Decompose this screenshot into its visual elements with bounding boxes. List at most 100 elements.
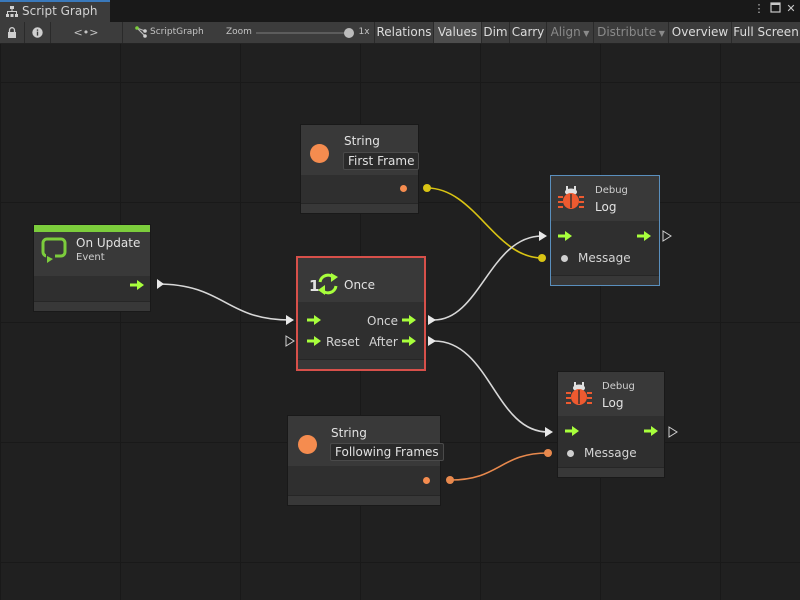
output-port[interactable] <box>423 477 430 484</box>
dropdown-arrow-icon: ▼ <box>580 29 590 38</box>
close-icon[interactable]: ✕ <box>786 2 796 15</box>
wire-first-frame-to-message <box>426 187 543 259</box>
flow-arrow-icon[interactable] <box>402 315 416 325</box>
carry-button[interactable]: Carry <box>511 25 545 39</box>
zoom-value: 1x <box>358 27 370 37</box>
wire-once-to-log1 <box>433 235 543 321</box>
graph-name[interactable]: ScriptGraph <box>150 27 204 37</box>
node-accent-bar <box>34 225 150 232</box>
kebab-menu-icon[interactable]: ⋮ <box>753 2 765 15</box>
flow-port-triangle <box>662 230 672 242</box>
wire-following-frames-to-message <box>449 452 549 481</box>
flow-arrow-icon[interactable] <box>565 426 579 436</box>
message-port-dot[interactable] <box>567 450 574 457</box>
flow-arrow-icon[interactable] <box>558 231 572 241</box>
wire-after-to-log2 <box>433 340 549 433</box>
toolbar: <•> ScriptGraph Zoom 1x Relations Values… <box>0 22 800 44</box>
debug-bug-icon <box>558 186 584 209</box>
string-following-frames-node[interactable]: String Following Frames <box>287 415 444 506</box>
flow-port-triangle <box>428 315 436 325</box>
distribute-label: Distribute <box>597 25 657 39</box>
flow-port-triangle <box>286 315 294 325</box>
toolbar-separator <box>433 22 434 43</box>
info-button[interactable] <box>27 22 47 43</box>
zoom-label: Zoom <box>226 27 252 37</box>
relations-button[interactable]: Relations <box>376 25 432 39</box>
toolbar-separator <box>374 22 375 43</box>
graph-canvas[interactable]: On Update Event String First Frame 1 Onc… <box>0 44 800 600</box>
once-cycle-icon <box>318 273 338 295</box>
once-node[interactable]: 1 Once Once Reset After <box>296 256 426 371</box>
string-type-icon <box>298 435 317 454</box>
toolbar-separator <box>509 22 510 43</box>
port-label-message: Message <box>584 446 637 460</box>
string-value-field[interactable]: First Frame <box>343 152 420 170</box>
flow-arrow-icon[interactable] <box>637 231 651 241</box>
flow-arrow-icon[interactable] <box>307 336 321 346</box>
node-footer <box>288 495 440 505</box>
distribute-dropdown[interactable]: Distribute ▼ <box>594 22 668 43</box>
port-label-after: After <box>369 335 398 349</box>
full-screen-button[interactable]: Full Screen <box>733 25 799 39</box>
toolbar-separator <box>50 22 51 43</box>
flow-port-triangle <box>545 427 553 437</box>
lock-button[interactable] <box>2 22 22 43</box>
wire-update-to-once <box>156 283 291 321</box>
node-footer <box>558 467 664 477</box>
align-dropdown[interactable]: Align ▼ <box>547 22 593 43</box>
code-toggle-button[interactable]: <•> <box>73 26 99 39</box>
toolbar-separator <box>593 22 594 43</box>
update-event-icon <box>41 237 67 263</box>
port-dot <box>423 184 431 192</box>
toolbar-separator <box>668 22 669 43</box>
node-footer <box>301 203 418 213</box>
tab-script-graph[interactable]: Script Graph <box>0 0 110 22</box>
string-value-field[interactable]: Following Frames <box>330 443 444 461</box>
graph-asset-icon <box>135 26 147 38</box>
node-footer <box>298 359 424 369</box>
once-count-prefix: 1 <box>309 277 320 295</box>
flow-arrow-icon[interactable] <box>644 426 658 436</box>
node-title: String <box>344 134 380 148</box>
on-update-node[interactable]: On Update Event <box>33 224 151 312</box>
debug-log-node-2[interactable]: Debug Log Message <box>557 371 665 478</box>
flow-port-triangle <box>157 279 164 289</box>
node-footer <box>551 275 659 285</box>
string-first-frame-node[interactable]: String First Frame <box>300 124 420 214</box>
port-label-message: Message <box>578 251 631 265</box>
lock-icon <box>8 27 16 38</box>
flow-port-triangle <box>668 426 678 438</box>
flow-arrow-icon[interactable] <box>130 280 144 290</box>
message-port-dot[interactable] <box>561 255 568 262</box>
flow-port-triangle <box>539 231 547 241</box>
port-dot <box>446 476 454 484</box>
overview-button[interactable]: Overview <box>671 25 729 39</box>
node-title: Debug <box>595 185 628 196</box>
dropdown-arrow-icon: ▼ <box>656 29 665 38</box>
dim-button[interactable]: Dim <box>483 25 508 39</box>
flow-arrow-icon[interactable] <box>402 336 416 346</box>
tab-title: Script Graph <box>22 4 98 18</box>
node-subtitle: Log <box>602 396 624 410</box>
debug-log-node-1[interactable]: Debug Log Message <box>550 175 660 286</box>
zoom-slider-track[interactable] <box>256 32 352 34</box>
node-title: On Update <box>76 236 141 250</box>
maximize-icon-glyph <box>769 2 781 13</box>
maximize-icon[interactable] <box>768 2 782 16</box>
flow-arrow-icon[interactable] <box>307 315 321 325</box>
output-port[interactable] <box>400 185 407 192</box>
string-type-icon <box>310 144 329 163</box>
values-button[interactable]: Values <box>434 22 481 43</box>
info-icon <box>31 27 43 38</box>
port-label-once: Once <box>367 314 399 328</box>
flow-port-triangle <box>285 335 295 347</box>
node-footer <box>34 301 150 311</box>
node-title: String <box>331 426 367 440</box>
toolbar-separator <box>731 22 732 43</box>
align-label: Align <box>550 25 581 39</box>
toolbar-separator <box>546 22 547 43</box>
port-label-reset: Reset <box>326 335 360 349</box>
toolbar-separator <box>24 22 25 43</box>
zoom-slider-thumb[interactable] <box>344 28 354 38</box>
node-title: Debug <box>602 381 635 392</box>
